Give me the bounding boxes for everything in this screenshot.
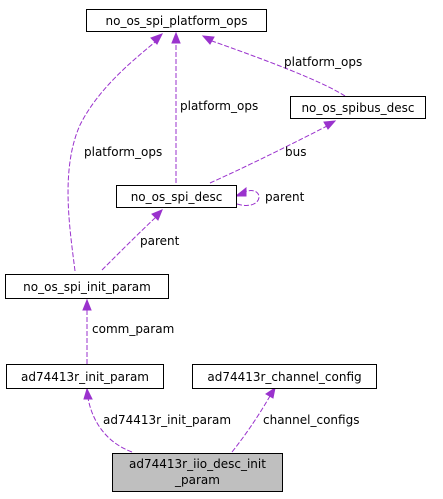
node-ad74413r-iio-desc-init-param[interactable]: ad74413r_iio_desc_init _param [112, 453, 283, 492]
node-label: no_os_spibus_desc [301, 101, 414, 115]
node-no-os-spi-platform-ops[interactable]: no_os_spi_platform_ops [86, 9, 267, 32]
label-spidesc-platform-ops: platform_ops [180, 99, 258, 113]
edge-initparam-to-spidesc [101, 209, 163, 271]
edge-spidesc-to-spibus [209, 120, 337, 184]
node-ad74413r-channel-config[interactable]: ad74413r_channel_config [192, 364, 377, 389]
node-ad74413r-init-param[interactable]: ad74413r_init_param [6, 364, 164, 389]
node-label: no_os_spi_init_param [23, 280, 151, 294]
label-parent: parent [140, 234, 180, 248]
label-bus: bus [285, 145, 306, 159]
node-label: ad74413r_init_param [21, 370, 149, 384]
edge-initparam-to-platform-ops [67, 33, 164, 272]
node-label: no_os_spi_platform_ops [106, 14, 248, 28]
node-label-line2: _param [174, 473, 220, 487]
node-label: no_os_spi_desc [131, 190, 223, 204]
label-ad74413r-init-param: ad74413r_init_param [103, 413, 231, 427]
label-comm-param: comm_param [92, 322, 174, 336]
edge-iio-to-init-param [83, 387, 133, 453]
node-no-os-spibus-desc[interactable]: no_os_spibus_desc [290, 96, 426, 119]
edge-init-to-spi-initparam [82, 298, 92, 364]
edge-spidesc-parent-self [234, 186, 260, 206]
edge-spidesc-to-platform-ops [171, 31, 181, 183]
node-label-line1: ad74413r_iio_desc_init [129, 457, 266, 471]
edge-spibus-to-platform-ops [201, 35, 346, 97]
label-spibus-platform-ops: platform_ops [284, 55, 362, 69]
label-channel-configs: channel_configs [263, 413, 359, 427]
node-label: ad74413r_channel_config [207, 370, 361, 384]
label-initparam-platform-ops: platform_ops [84, 145, 162, 159]
node-no-os-spi-init-param[interactable]: no_os_spi_init_param [5, 274, 169, 299]
node-no-os-spi-desc[interactable]: no_os_spi_desc [116, 185, 237, 208]
label-parent-self: parent [265, 190, 305, 204]
edge-iio-to-channel-config [231, 386, 276, 453]
